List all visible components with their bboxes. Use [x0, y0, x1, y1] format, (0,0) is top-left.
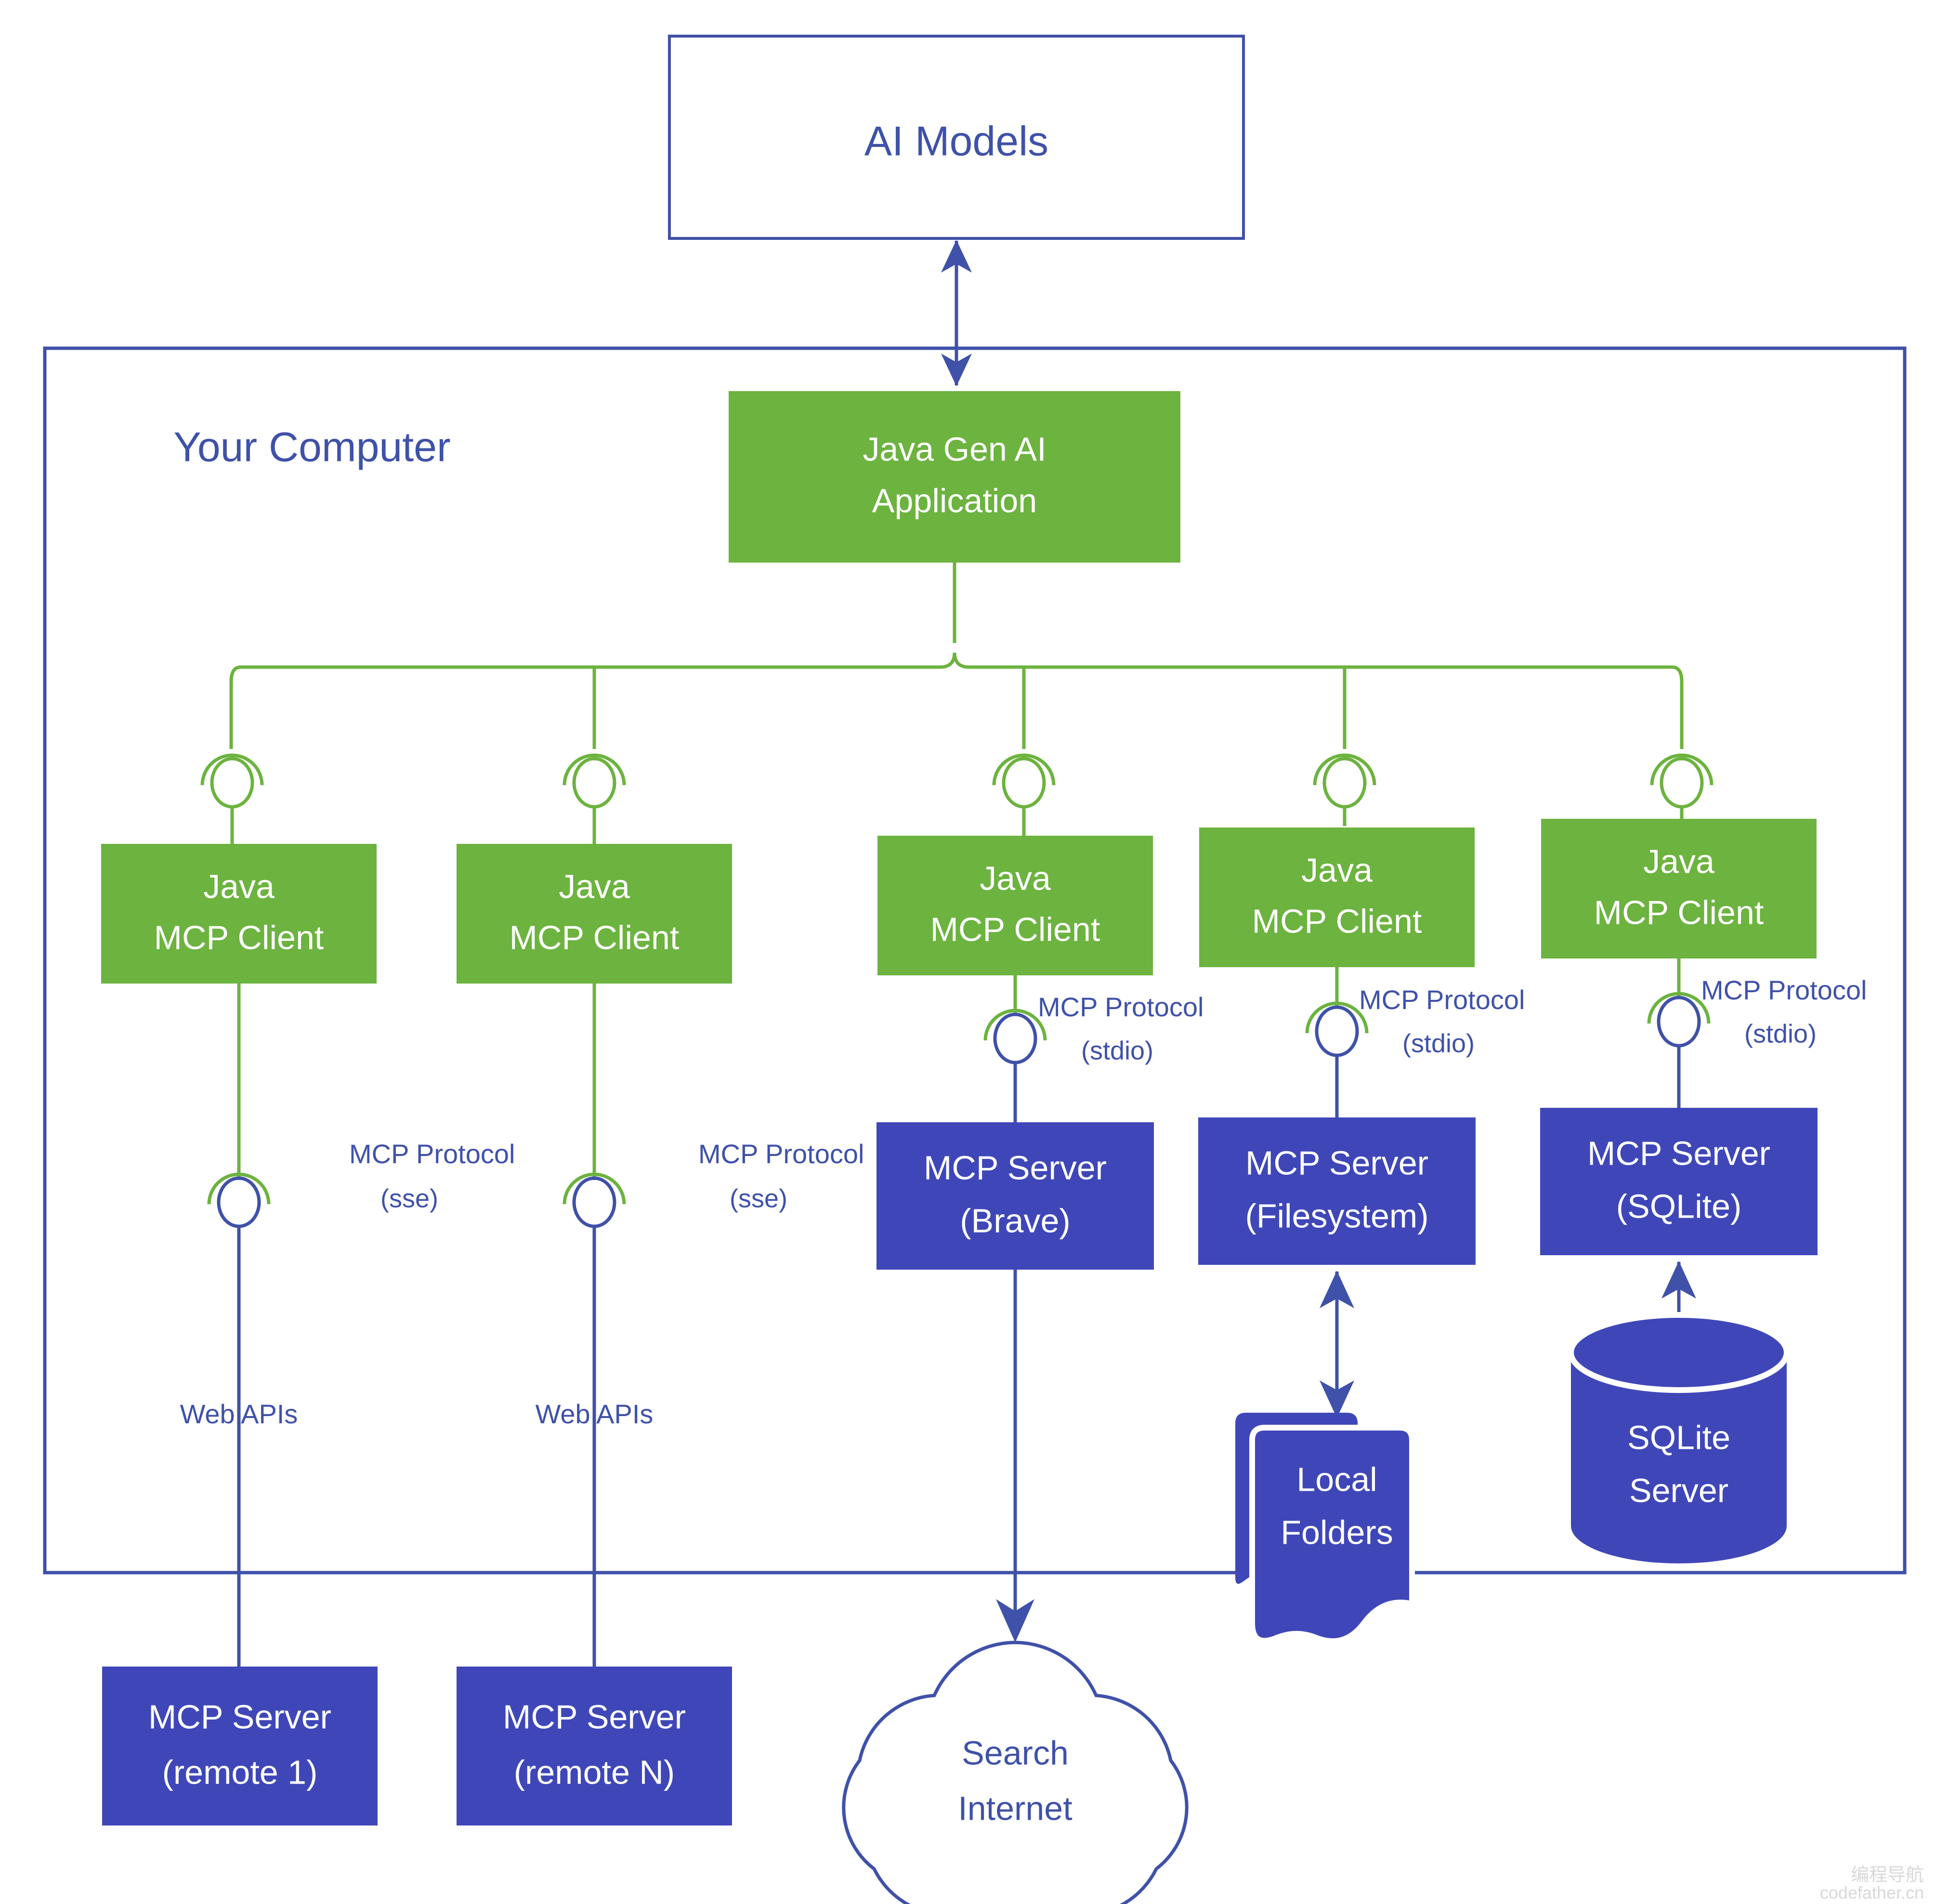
watermark: 编程导航 codefather.cn: [1820, 1865, 1924, 1903]
java-mcp-client-line1-5: Java: [1643, 842, 1714, 880]
mcp-protocol-label-5-line1: MCP Protocol: [1701, 975, 1867, 1005]
watermark-line1: 编程导航: [1851, 1865, 1924, 1885]
mcp-protocol-label-1-line1: MCP Protocol: [349, 1139, 515, 1169]
mcp-protocol-label-4: MCP Protocol (stdio): [1359, 985, 1525, 1058]
assembly-connector-green-3: [992, 753, 1056, 836]
java-mcp-client-box-2: [457, 844, 732, 984]
web-apis-label-2: Web APIs: [536, 1399, 654, 1429]
local-folders-front-sheet: [1249, 1425, 1415, 1644]
mcp-server-filesystem-box: [1198, 1117, 1476, 1265]
java-mcp-client-box-5: [1541, 819, 1817, 959]
mcp-server-remote-n-box: [457, 1667, 732, 1825]
local-folders-line2: Folders: [1281, 1513, 1393, 1551]
java-mcp-client-box-4: [1199, 827, 1475, 967]
search-internet-line2: Internet: [958, 1789, 1072, 1827]
java-mcp-client-line1-1: Java: [203, 867, 275, 905]
java-mcp-client-node-3: Java MCP Client: [877, 836, 1153, 975]
java-mcp-client-line1-2: Java: [559, 867, 630, 905]
mcp-server-filesystem-line2: (Filesystem): [1245, 1197, 1428, 1234]
java-mcp-client-line2-2: MCP Client: [510, 919, 680, 956]
local-folders-node: Local Folders: [1235, 1413, 1415, 1644]
mcp-protocol-label-2: MCP Protocol (sse): [698, 1139, 864, 1213]
client-1-downstream: [207, 984, 271, 1667]
mcp-server-sqlite-line2: (SQLite): [1616, 1187, 1742, 1225]
ai-models-box: [668, 35, 1245, 240]
mcp-protocol-label-2-line2: (sse): [730, 1184, 787, 1213]
mcp-server-brave-line2: (Brave): [960, 1202, 1070, 1239]
assembly-connector-green-1: [200, 753, 264, 845]
mcp-protocol-label-5: MCP Protocol (stdio): [1701, 975, 1867, 1048]
mcp-server-remote-1-box: [102, 1667, 378, 1825]
search-internet-line1: Search: [962, 1734, 1069, 1772]
java-mcp-client-node-4: Java MCP Client: [1199, 827, 1475, 967]
filesystem-to-local-folders-arrow: [1320, 1271, 1354, 1418]
java-mcp-client-node-1: Java MCP Client: [101, 844, 377, 984]
app-to-clients-tree: [229, 563, 1684, 749]
java-mcp-client-line2-5: MCP Client: [1594, 893, 1764, 931]
mcp-server-brave-node: MCP Server (Brave): [876, 1122, 1154, 1270]
mcp-protocol-label-4-line1: MCP Protocol: [1359, 985, 1525, 1015]
web-apis-label-1: Web APIs: [180, 1399, 298, 1429]
mcp-protocol-label-5-line2: (stdio): [1744, 1019, 1817, 1048]
sqlite-db-line2: Server: [1629, 1471, 1728, 1509]
search-internet-cloud-node: Search Internet: [842, 1641, 1189, 1904]
assembly-connector-green-5: [1650, 753, 1714, 819]
sqlite-db-line1: SQLite: [1627, 1418, 1730, 1456]
mcp-server-remote-1-line1: MCP Server: [148, 1698, 331, 1735]
mcp-server-filesystem-node: MCP Server (Filesystem): [1198, 1117, 1476, 1265]
your-computer-label: Your Computer: [173, 424, 450, 471]
brave-to-internet-arrow: [996, 1270, 1034, 1642]
assembly-connector-green-2: [562, 753, 626, 845]
client-3-downstream: [983, 975, 1047, 1122]
java-mcp-client-line1-4: Java: [1301, 851, 1373, 889]
java-mcp-client-line2-1: MCP Client: [154, 919, 324, 956]
watermark-line2: codefather.cn: [1820, 1883, 1924, 1903]
mcp-server-brave-box: [876, 1122, 1154, 1270]
your-computer-box: [43, 346, 1907, 1575]
java-mcp-client-node-2: Java MCP Client: [457, 844, 732, 984]
client-2-downstream: [562, 984, 626, 1667]
mcp-server-remote-1-node: MCP Server (remote 1): [102, 1667, 378, 1825]
mcp-server-brave-line1: MCP Server: [924, 1149, 1107, 1186]
java-mcp-client-line2-4: MCP Client: [1252, 902, 1422, 940]
mcp-server-remote-n-line1: MCP Server: [503, 1698, 686, 1735]
java-gen-ai-application-node: Java Gen AI Application: [729, 391, 1180, 563]
mcp-protocol-label-1-line2: (sse): [380, 1184, 438, 1213]
java-gen-ai-application-box: [729, 391, 1180, 563]
client-4-downstream: [1305, 967, 1369, 1117]
mcp-server-remote-1-line2: (remote 1): [162, 1753, 318, 1791]
search-internet-cloud-shape: [842, 1641, 1189, 1904]
mcp-server-sqlite-line1: MCP Server: [1587, 1134, 1770, 1172]
your-computer-boundary: Your Computer: [43, 346, 1907, 1575]
mcp-protocol-label-4-line2: (stdio): [1402, 1029, 1475, 1058]
client-5-downstream: [1647, 959, 1711, 1108]
mcp-server-remote-n-node: MCP Server (remote N): [457, 1667, 732, 1825]
assembly-connector-green-4: [1313, 753, 1376, 826]
java-mcp-client-box-3: [877, 836, 1153, 975]
mcp-protocol-label-3: MCP Protocol (stdio): [1038, 992, 1203, 1065]
sqlite-db-top: [1568, 1312, 1790, 1393]
mcp-protocol-label-3-line1: MCP Protocol: [1038, 992, 1203, 1022]
sqlite-db-cylinder-node: SQLite Server: [1568, 1312, 1790, 1563]
java-mcp-client-node-5: Java MCP Client: [1541, 819, 1817, 959]
mcp-server-remote-n-line2: (remote N): [514, 1753, 675, 1791]
mcp-protocol-label-1: MCP Protocol (sse): [349, 1139, 515, 1213]
java-mcp-client-box-1: [101, 844, 377, 984]
java-gen-ai-application-line2: Application: [872, 482, 1037, 519]
mcp-server-sqlite-node: MCP Server (SQLite): [1540, 1108, 1818, 1255]
ai-models-node: AI Models: [668, 35, 1245, 240]
mcp-protocol-label-2-line1: MCP Protocol: [698, 1139, 864, 1169]
java-gen-ai-application-line1: Java Gen AI: [863, 430, 1046, 468]
mcp-protocol-label-3-line2: (stdio): [1081, 1036, 1153, 1065]
mcp-server-sqlite-box: [1540, 1108, 1818, 1255]
mcp-server-filesystem-line1: MCP Server: [1245, 1144, 1428, 1182]
java-mcp-client-line2-3: MCP Client: [930, 910, 1100, 948]
java-mcp-client-line1-3: Java: [980, 859, 1051, 897]
sqlite-db-body: [1571, 1352, 1787, 1563]
ai-models-to-app-connector: [941, 240, 972, 386]
ai-models-label: AI Models: [864, 118, 1048, 165]
local-folders-line1: Local: [1296, 1460, 1377, 1498]
